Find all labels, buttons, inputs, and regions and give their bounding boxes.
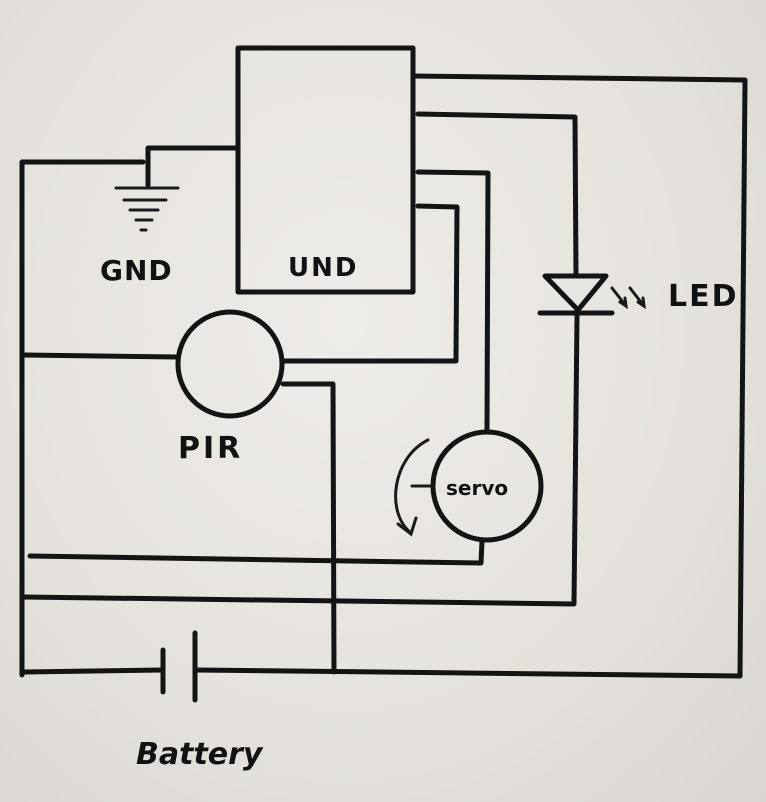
wire-led-to-rail xyxy=(21,313,580,607)
wire-servo-to-rail xyxy=(27,538,485,566)
pir-label: PIR xyxy=(178,431,243,466)
wire-rail-to-battery xyxy=(21,667,165,675)
pir-sensor xyxy=(175,309,285,419)
battery-label: Battery xyxy=(136,737,264,772)
wire-board-to-ground xyxy=(145,145,241,188)
wire-board-to-servo xyxy=(415,169,491,435)
wire-board-to-pir xyxy=(280,203,460,364)
wire-pir-to-rail xyxy=(21,352,181,360)
wire-board-to-led xyxy=(415,111,579,279)
servo-label: servo xyxy=(446,476,508,500)
wire-battery-to-right-rail xyxy=(193,667,743,679)
arduino-label: UND xyxy=(288,253,358,283)
arduino-board xyxy=(235,45,416,295)
ground-label: GND xyxy=(100,254,173,287)
left-rail-wire xyxy=(19,159,146,678)
led-symbol xyxy=(537,273,646,316)
right-rail-wire xyxy=(410,73,748,679)
led-label: LED xyxy=(668,279,739,314)
ground-symbol xyxy=(114,186,180,232)
rotation-arrow-icon xyxy=(394,438,434,537)
wire-pir-to-battery xyxy=(280,381,337,675)
